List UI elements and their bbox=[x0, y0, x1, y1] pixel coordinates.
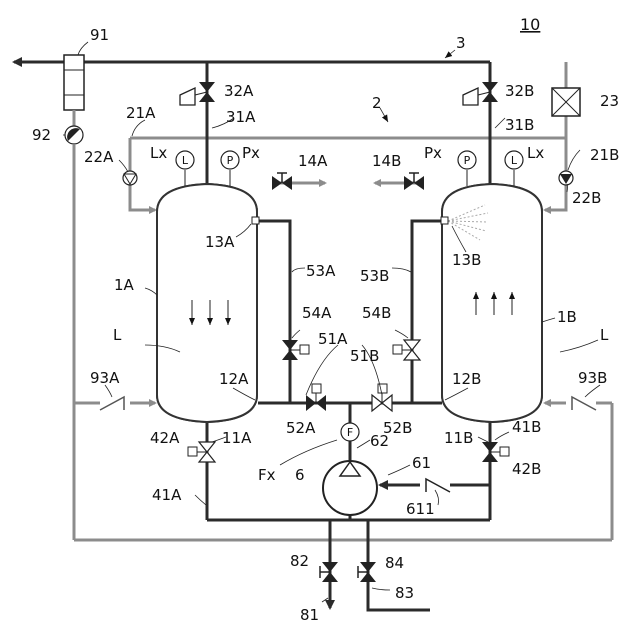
label-31b: 31B bbox=[505, 116, 534, 134]
check-valve-611 bbox=[420, 478, 450, 492]
valve-52b bbox=[372, 384, 392, 411]
label-51a: 51A bbox=[318, 330, 348, 348]
label-14a: 14A bbox=[298, 152, 328, 170]
valve-32a bbox=[180, 82, 215, 105]
check-valve-22b bbox=[559, 171, 573, 185]
label-6: 6 bbox=[295, 466, 305, 484]
vessel-1a bbox=[150, 184, 265, 430]
label-13a: 13A bbox=[205, 233, 235, 251]
label-82: 82 bbox=[290, 552, 309, 570]
label-32b: 32B bbox=[505, 82, 534, 100]
label-13b: 13B bbox=[452, 251, 481, 269]
valve-14a bbox=[272, 173, 292, 190]
label-52a: 52A bbox=[286, 419, 316, 437]
label-61: 61 bbox=[412, 454, 431, 472]
label-93a: 93A bbox=[90, 369, 120, 387]
valve-82 bbox=[320, 562, 338, 582]
valve-42b bbox=[482, 442, 509, 462]
pressure-gauge-b: P bbox=[458, 151, 476, 186]
figure-label: 10 bbox=[520, 15, 540, 34]
label-84: 84 bbox=[385, 554, 404, 572]
label-22a: 22A bbox=[84, 148, 114, 166]
svg-text:F: F bbox=[347, 426, 353, 439]
label-83: 83 bbox=[395, 584, 414, 602]
label-62: 62 bbox=[370, 432, 389, 450]
label-42b: 42B bbox=[512, 460, 541, 478]
check-valve-93a bbox=[100, 396, 130, 410]
pump-6 bbox=[323, 461, 377, 515]
svg-text:P: P bbox=[227, 154, 234, 167]
valve-54a bbox=[282, 340, 309, 360]
label-1a: 1A bbox=[114, 276, 135, 294]
label-31a: 31A bbox=[226, 108, 256, 126]
label-42a: 42A bbox=[150, 429, 180, 447]
label-px-a: Px bbox=[242, 144, 260, 162]
label-32a: 32A bbox=[224, 82, 254, 100]
vessel-1b bbox=[435, 184, 550, 430]
label-lx-a: Lx bbox=[150, 144, 167, 162]
flow-meter: F bbox=[341, 423, 359, 441]
label-3: 3 bbox=[456, 34, 466, 52]
label-21b: 21B bbox=[590, 146, 619, 164]
level-gauge-b: L bbox=[505, 151, 523, 186]
valve-42a bbox=[188, 442, 215, 462]
label-53b: 53B bbox=[360, 267, 389, 285]
valve-84 bbox=[358, 562, 376, 582]
svg-text:L: L bbox=[182, 154, 189, 167]
label-93b: 93B bbox=[578, 369, 607, 387]
check-valve-93b bbox=[566, 396, 596, 410]
level-gauge-a: L bbox=[176, 151, 194, 186]
check-valve-22a bbox=[123, 171, 137, 185]
label-12a: 12A bbox=[219, 370, 249, 388]
nozzle-13a bbox=[252, 217, 259, 224]
valve-32b bbox=[463, 82, 498, 105]
label-54a: 54A bbox=[302, 304, 332, 322]
box-23 bbox=[552, 88, 580, 116]
label-41a: 41A bbox=[152, 486, 182, 504]
label-51b: 51B bbox=[350, 347, 379, 365]
label-2: 2 bbox=[372, 94, 382, 112]
label-22b: 22B bbox=[572, 189, 601, 207]
label-41b: 41B bbox=[512, 418, 541, 436]
valve-92 bbox=[65, 126, 83, 144]
valve-54b bbox=[393, 340, 420, 360]
label-11a: 11A bbox=[222, 429, 252, 447]
label-21a: 21A bbox=[126, 104, 156, 122]
valve-14b bbox=[404, 173, 424, 190]
label-14b: 14B bbox=[372, 152, 401, 170]
label-92: 92 bbox=[32, 126, 51, 144]
nozzle-13b bbox=[441, 217, 448, 224]
label-11b: 11B bbox=[444, 429, 473, 447]
filter-91 bbox=[64, 55, 84, 126]
svg-text:L: L bbox=[511, 154, 518, 167]
label-px-b: Px bbox=[424, 144, 442, 162]
label-fx: Fx bbox=[258, 466, 276, 484]
label-53a: 53A bbox=[306, 262, 336, 280]
label-81: 81 bbox=[300, 606, 319, 624]
label-l-a: L bbox=[113, 326, 122, 344]
label-91: 91 bbox=[90, 26, 109, 44]
label-lx-b: Lx bbox=[527, 144, 544, 162]
label-54b: 54B bbox=[362, 304, 391, 322]
label-1b: 1B bbox=[557, 308, 577, 326]
label-12b: 12B bbox=[452, 370, 481, 388]
label-611: 611 bbox=[406, 500, 435, 518]
svg-text:P: P bbox=[464, 154, 471, 167]
pressure-gauge-a: P bbox=[221, 151, 239, 186]
label-l-b: L bbox=[600, 326, 609, 344]
label-23: 23 bbox=[600, 92, 619, 110]
